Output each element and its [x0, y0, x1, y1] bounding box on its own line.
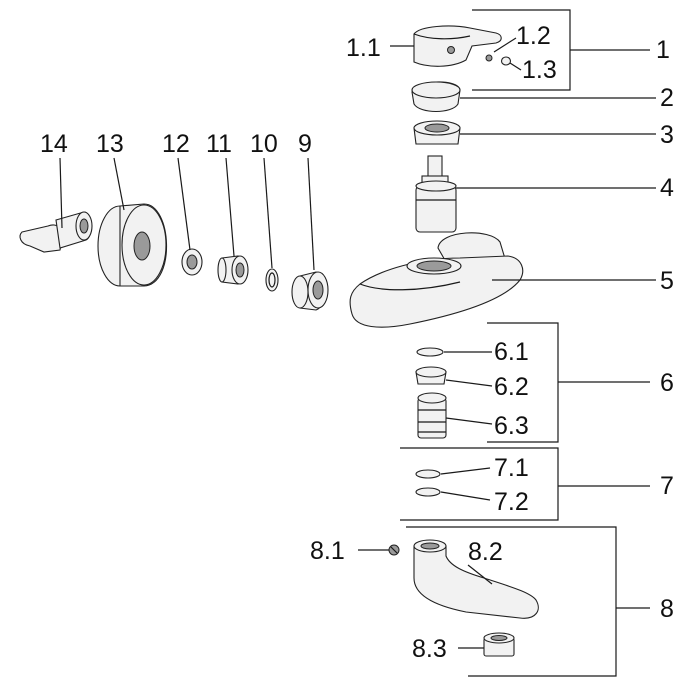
label-7: 7	[660, 472, 674, 500]
part-12-washer	[181, 248, 203, 276]
part-6-1-o-ring	[416, 347, 444, 357]
part-8-1-screw	[388, 544, 400, 556]
part-9-union-nut	[291, 271, 329, 311]
label-8: 8	[660, 595, 674, 623]
part-7-2-o-ring	[415, 487, 441, 497]
label-6: 6	[660, 369, 674, 397]
label-5: 5	[660, 267, 674, 295]
part-14-elbow-connector	[19, 211, 93, 253]
label-3: 3	[660, 121, 674, 149]
label-8-3: 8.3	[412, 635, 447, 663]
part-7-1-o-ring	[415, 469, 441, 479]
part-13-rosette	[97, 203, 168, 287]
label-4: 4	[660, 174, 674, 202]
group-7-bracket	[400, 447, 650, 521]
label-9: 9	[298, 130, 312, 158]
label-11: 11	[206, 130, 232, 158]
label-8-2: 8.2	[468, 538, 503, 566]
label-1-2: 1.2	[516, 22, 551, 50]
part-1-3-cap	[500, 56, 512, 66]
group-6-bracket	[487, 322, 650, 443]
part-6-3-valve-insert	[417, 392, 447, 439]
part-8-2-spout	[413, 539, 539, 619]
label-14: 14	[40, 130, 68, 158]
label-7-2: 7.2	[494, 488, 529, 516]
part-2-cover-cap	[411, 81, 461, 113]
label-13: 13	[96, 130, 124, 158]
label-6-3: 6.3	[494, 412, 529, 440]
label-10: 10	[250, 130, 278, 158]
part-1-2-screw	[485, 54, 493, 62]
label-6-2: 6.2	[494, 373, 529, 401]
part-1-1-lever-handle	[413, 25, 502, 67]
group-1-bracket	[472, 9, 650, 91]
label-2: 2	[660, 84, 674, 112]
part-10-o-ring	[265, 268, 279, 292]
label-12: 12	[162, 130, 190, 158]
group-8-bracket	[406, 526, 650, 677]
part-3-nut	[413, 120, 461, 145]
label-6-1: 6.1	[494, 338, 529, 366]
part-11-nipple	[217, 255, 249, 285]
label-1-3: 1.3	[522, 56, 557, 84]
label-1: 1	[656, 36, 670, 64]
label-1-1: 1.1	[346, 34, 381, 62]
part-6-2-nut	[415, 366, 447, 385]
part-8-3-aerator	[483, 632, 515, 657]
part-4-cartridge	[415, 155, 457, 233]
label-8-1: 8.1	[310, 537, 345, 565]
label-7-1: 7.1	[494, 454, 529, 482]
part-5-mixer-body	[349, 232, 524, 328]
